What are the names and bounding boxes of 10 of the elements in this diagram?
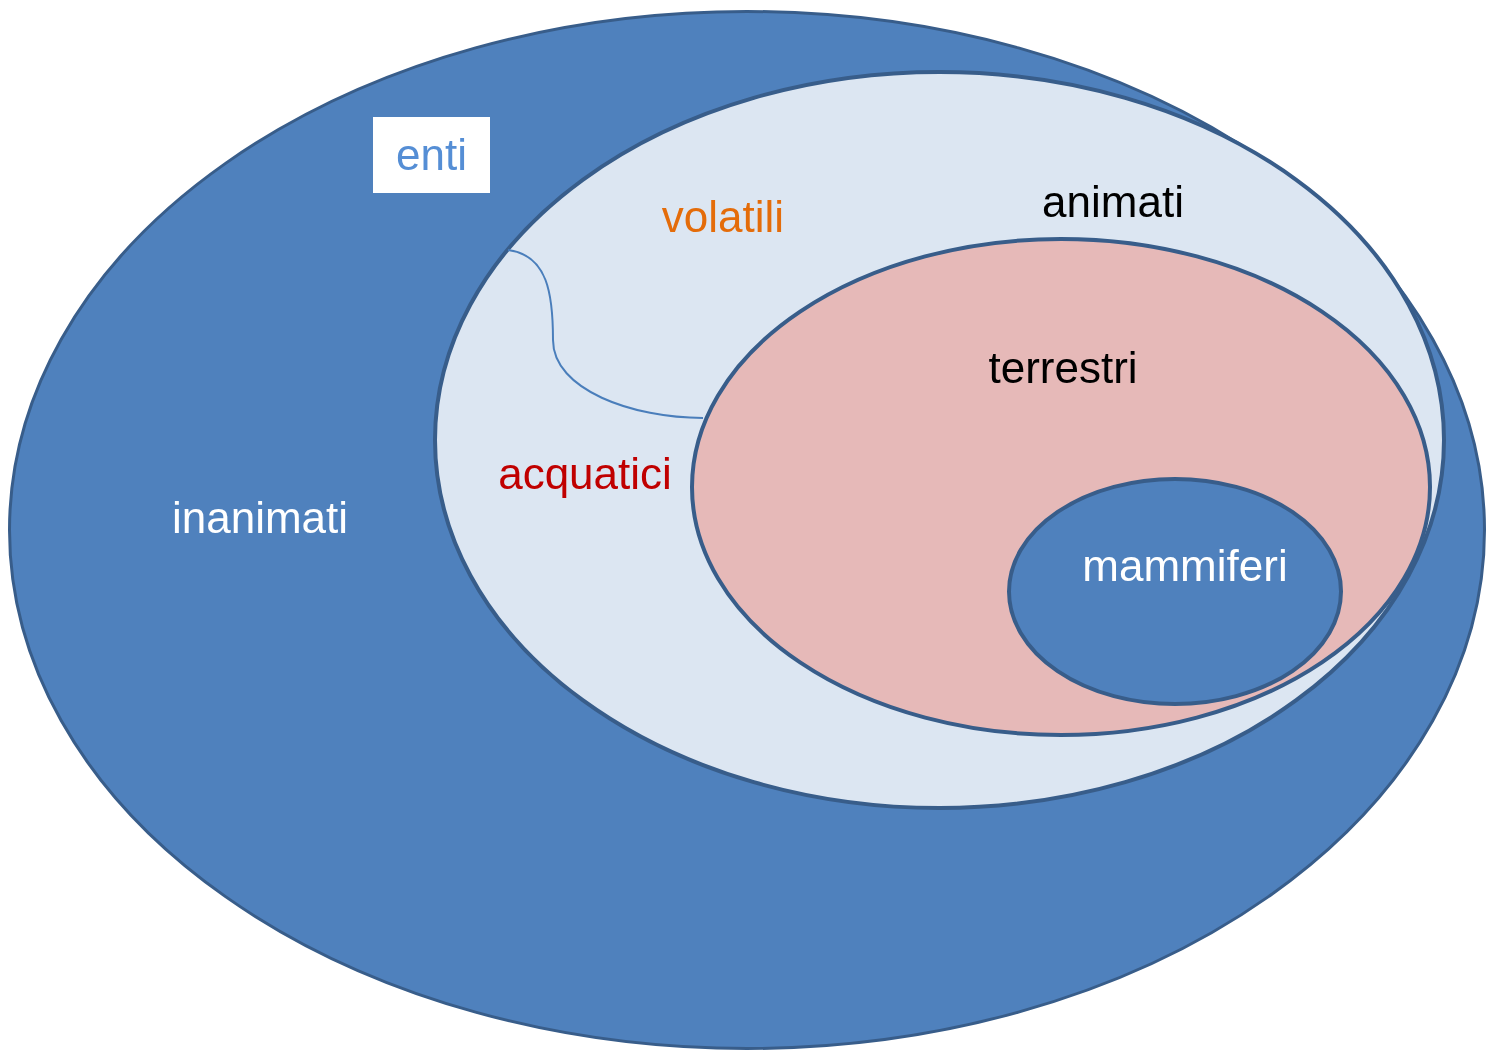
set-ellipse	[1007, 477, 1343, 706]
set-ellipse	[690, 237, 1432, 737]
set-label: inanimati	[171, 493, 349, 543]
set-label: animati	[1042, 177, 1184, 227]
set-label: enti	[373, 117, 490, 193]
set-label: acquatici	[498, 449, 672, 499]
set-label: mammiferi	[1082, 541, 1288, 591]
set-label: volatili	[661, 192, 785, 242]
set-label: terrestri	[988, 343, 1138, 393]
set-ellipse	[8, 10, 1486, 1050]
